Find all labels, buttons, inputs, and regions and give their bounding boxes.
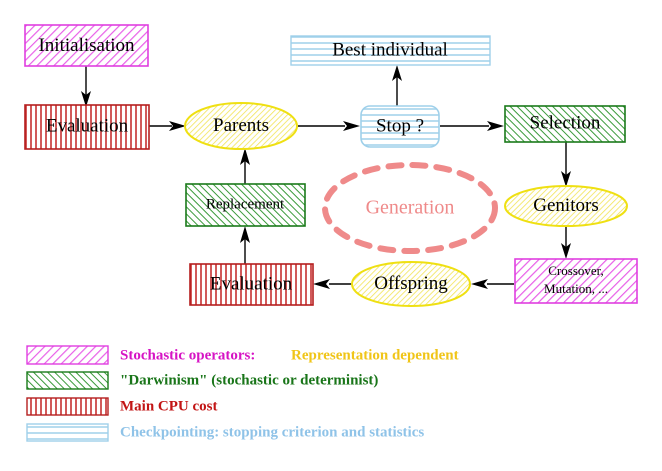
node-crossover-mutation[interactable]: Crossover, Mutation, ... xyxy=(514,258,638,304)
edge-evaluation-replacement xyxy=(240,226,250,264)
node-replacement[interactable]: Replacement xyxy=(185,183,306,227)
legend-label-representation-dependent: Representation dependent xyxy=(291,347,459,363)
legend-swatch-green-diagonal-hatch xyxy=(26,371,109,390)
legend-label-main-cpu-cost: Main CPU cost xyxy=(120,398,218,414)
node-evaluation-top[interactable]: Evaluation xyxy=(24,104,150,150)
legend-swatch-magenta-diagonal-hatch xyxy=(26,345,109,365)
edge-genitors-crossover xyxy=(561,226,571,259)
node-genitors[interactable]: Genitors xyxy=(504,185,628,227)
edge-parents-stop xyxy=(298,121,360,131)
node-evaluation-bottom-label: Evaluation xyxy=(210,273,293,294)
legend-item-stochastic-operators: Stochastic operators: Representation dep… xyxy=(26,345,459,365)
generation-dashed-ellipse xyxy=(322,162,498,254)
legend-item-checkpointing: Checkpointing: stopping criterion and st… xyxy=(26,423,424,442)
legend-label-darwinism: "Darwinism" (stochastic or determinist) xyxy=(120,372,378,388)
edge-initialisation-evaluation xyxy=(81,66,91,107)
edge-stop-best-individual xyxy=(392,65,402,108)
legend-item-main-cpu-cost: Main CPU cost xyxy=(26,397,218,416)
node-offspring-label: Offspring xyxy=(374,273,448,294)
node-initialisation[interactable]: Initialisation xyxy=(24,24,149,67)
edge-offspring-evaluation xyxy=(313,279,352,289)
node-evaluation-top-label: Evaluation xyxy=(46,115,129,136)
edge-crossover-offspring xyxy=(471,279,514,289)
legend-swatch-blue-horizontal-hatch xyxy=(26,423,109,442)
node-selection-label: Selection xyxy=(530,112,601,133)
legend-label-checkpointing: Checkpointing: stopping criterion and st… xyxy=(120,424,424,440)
node-crossover-label-line1: Crossover, xyxy=(548,263,603,278)
node-replacement-label: Replacement xyxy=(206,196,285,212)
node-generation-annotation: Generation xyxy=(322,162,498,254)
node-offspring[interactable]: Offspring xyxy=(351,261,471,307)
node-parents[interactable]: Parents xyxy=(184,102,298,150)
node-crossover-label-line2: Mutation, ... xyxy=(544,281,608,296)
edge-evaluation-parents xyxy=(149,121,186,131)
node-selection[interactable]: Selection xyxy=(504,105,626,143)
node-best-individual[interactable]: Best individual xyxy=(290,35,491,66)
edge-stop-selection xyxy=(440,121,504,131)
legend: Stochastic operators: Representation dep… xyxy=(26,345,459,442)
legend-label-stochastic-operators: Stochastic operators: xyxy=(120,347,255,363)
legend-swatch-red-vertical-hatch xyxy=(26,397,109,416)
node-parents-label: Parents xyxy=(213,115,269,136)
node-initialisation-label: Initialisation xyxy=(38,35,135,56)
node-genitors-label: Genitors xyxy=(533,195,598,216)
edge-replacement-parents xyxy=(240,148,250,184)
node-stop[interactable]: Stop ? xyxy=(360,105,440,148)
legend-item-darwinism: "Darwinism" (stochastic or determinist) xyxy=(26,371,378,390)
node-best-individual-label: Best individual xyxy=(332,39,448,60)
node-evaluation-bottom[interactable]: Evaluation xyxy=(189,263,314,306)
node-generation-label: Generation xyxy=(366,197,455,219)
node-stop-label: Stop ? xyxy=(376,115,424,136)
edge-layer xyxy=(81,65,571,289)
edge-selection-genitors xyxy=(561,142,571,187)
